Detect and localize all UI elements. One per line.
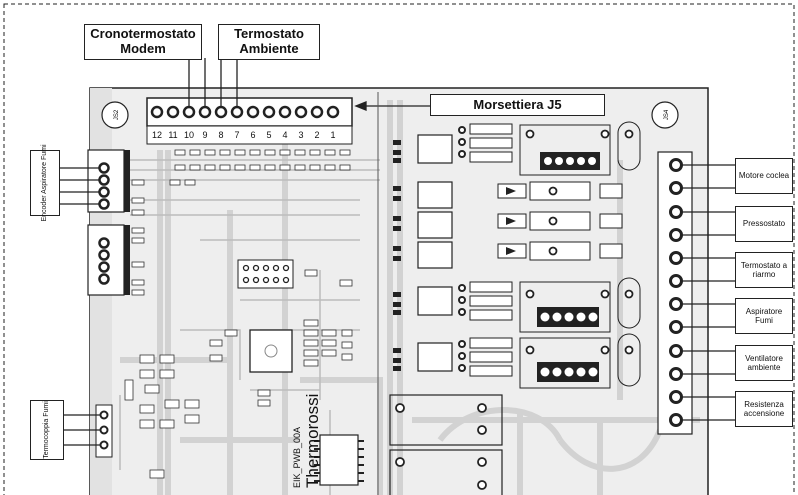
label-cronotermostato: Cronotermostato Modem [84, 24, 202, 60]
pin-number: 11 [168, 130, 178, 140]
output-leader-lines [682, 164, 735, 421]
pin-number: 7 [234, 130, 240, 140]
pin-number: 1 [330, 130, 336, 140]
microcontroller [249, 329, 293, 373]
connector-j5 [146, 97, 353, 145]
label-termostato-riarmo: Termostato a riarmo [735, 252, 793, 288]
pin-header [237, 259, 294, 289]
connector-termocoppia [95, 404, 113, 458]
optocoupler-column [417, 134, 453, 372]
pin-number: 5 [266, 130, 272, 140]
triac-rows [497, 181, 623, 261]
pin-number: 10 [183, 130, 194, 140]
soic-chip [314, 434, 364, 486]
pin-number: 12 [151, 130, 162, 140]
label-morsettiera-j5: Morsettiera J5 [430, 94, 605, 116]
connector-encoder [87, 149, 130, 213]
power-resistors [469, 123, 513, 377]
connector-j7 [87, 224, 130, 296]
board-code-text: EIK_PWB_00A [292, 427, 302, 488]
smd-components-top [131, 149, 351, 296]
label-ventilatore-ambiente: Ventilatore ambiente [735, 345, 793, 381]
svg-text:JS4: JS4 [664, 109, 670, 120]
relay-block-3 [519, 333, 641, 389]
relay-block-1 [519, 121, 641, 176]
relay-block-2 [519, 277, 641, 333]
smd-components-lower [124, 269, 353, 479]
pin-number: 3 [298, 130, 304, 140]
label-resistenza-accensione: Resistenza accensione [735, 391, 793, 427]
pin-number: 2 [314, 130, 320, 140]
board-brand-text: Thermorossi [303, 394, 322, 488]
diagram-border [3, 3, 795, 495]
pin-number: 8 [218, 130, 224, 140]
mounting-hole-left: JS2 [101, 101, 129, 129]
label-termocoppia-fumi: Termocoppia Fumi [30, 400, 64, 460]
connector-output [657, 151, 693, 435]
mounting-hole-right: JS4 [651, 101, 679, 129]
power-relays-bottom [389, 394, 503, 495]
label-leader-lines [188, 58, 430, 111]
label-encoder-text: Encoder Aspiratore Fumi [40, 144, 48, 222]
label-encoder-aspiratore: Encoder Aspiratore Fumi [30, 144, 60, 222]
label-motore-coclea: Motore coclea [735, 158, 793, 194]
pin-number: 6 [250, 130, 256, 140]
pin-number: 4 [282, 130, 288, 140]
opto-output-pads [458, 126, 466, 372]
svg-text:JS2: JS2 [114, 109, 120, 120]
encoder-leader-lines [60, 167, 100, 205]
label-aspiratore-fumi: Aspiratore Fumi [735, 298, 793, 334]
label-termocoppia-text: Termocoppia Fumi [42, 401, 50, 459]
resistor-array [303, 319, 353, 367]
termocoppia-leader-lines [64, 414, 100, 446]
pin-number: 9 [202, 130, 208, 140]
small-pads-left-of-optos [393, 140, 401, 371]
label-pressostato: Pressostato [735, 206, 793, 242]
label-termostato-ambiente: Termostato Ambiente [218, 24, 320, 60]
